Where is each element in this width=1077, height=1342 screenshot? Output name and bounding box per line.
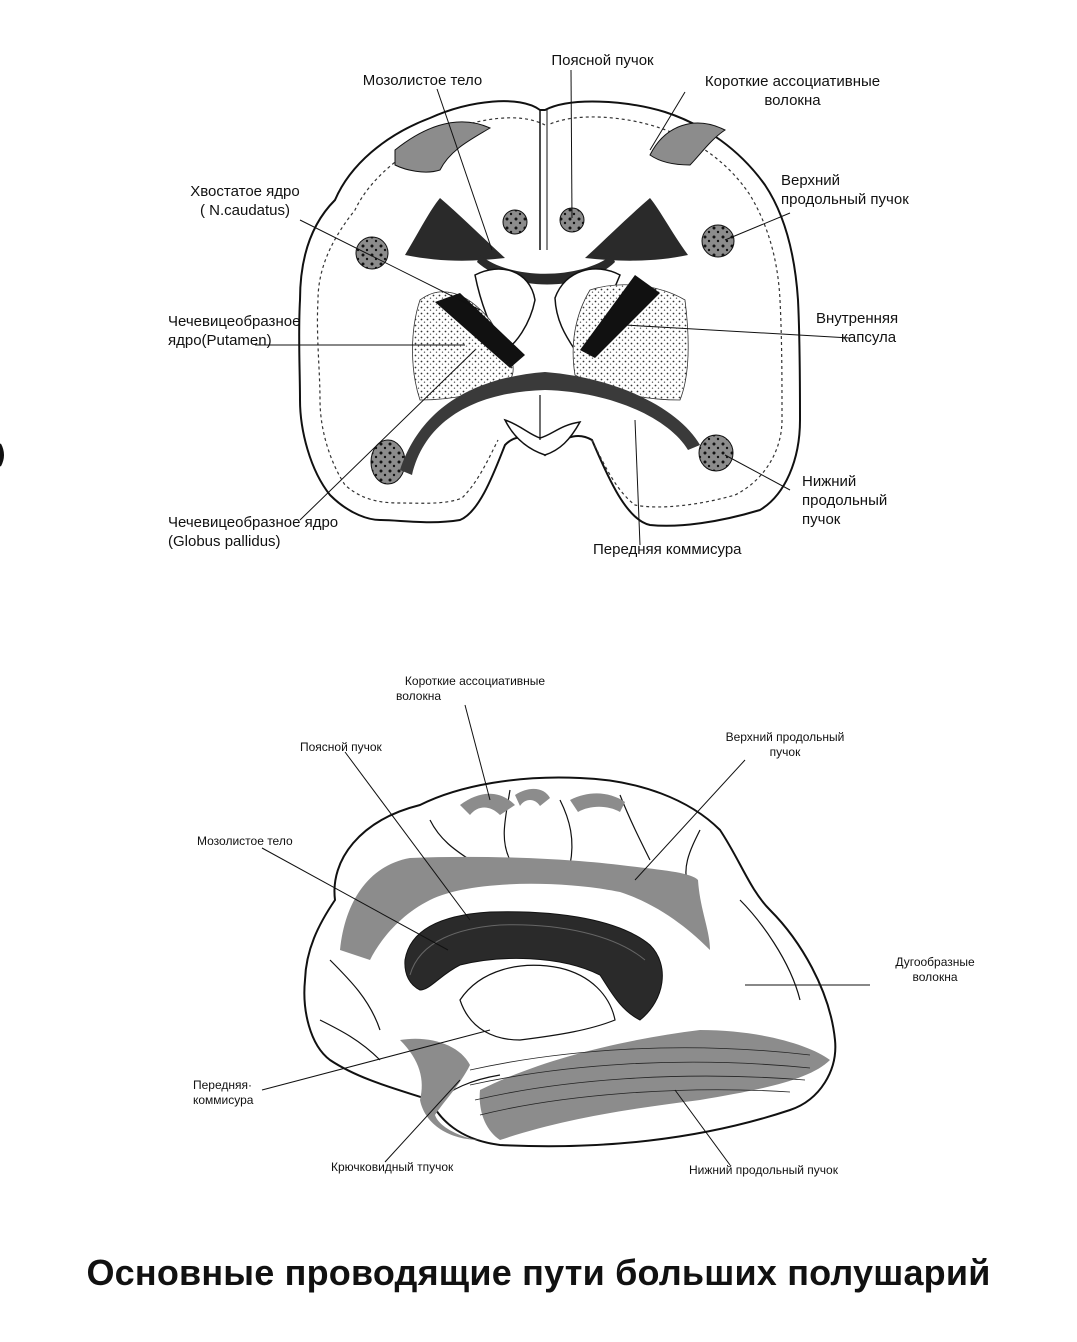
label-medial-short-fibers: Короткие ассоциативные волокна: [390, 674, 560, 704]
label-line: (Globus pallidus): [168, 532, 281, 550]
label-line: Передняя·: [193, 1078, 253, 1092]
label-medial-anterior-commissure: Передняя· коммисура: [193, 1078, 273, 1108]
label-anterior-commissure: Передняя коммисура: [593, 541, 742, 558]
label-line: Верхний продольный: [725, 730, 845, 744]
label-medial-arcuate: Дугообразные волокна: [880, 955, 990, 985]
label-line: ( N.caudatus): [199, 201, 291, 219]
label-medial-cingulum: Поясной пучок: [300, 740, 382, 754]
label-internal-capsule: Внутренняя капсула: [816, 310, 926, 348]
callosal-radiation-left: [405, 198, 505, 261]
label-line: Чечевицеобразное ядро: [168, 514, 339, 531]
label-line: волокна: [764, 91, 821, 109]
label-medial-inf-long: Нижний продольный пучок: [689, 1163, 838, 1177]
label-corpus-callosum: Мозолистое тело: [362, 72, 483, 89]
label-cingulum: Поясной пучок: [551, 52, 654, 69]
label-line: Нижний: [802, 473, 857, 490]
label-pallidus: Чечевицеобразное ядро (Globus pallidus): [168, 514, 368, 552]
short-fibers-right: [649, 122, 726, 166]
label-medial-uncinate: Крючковидный тпучок: [331, 1160, 454, 1174]
label-line: Чечевицеобразное: [168, 313, 301, 330]
edge-mark: [0, 443, 4, 467]
putamen-right: [572, 284, 689, 401]
label-line: пучок: [769, 745, 801, 759]
cingulum-left: [502, 209, 528, 235]
label-line: продольный пучок: [781, 190, 909, 208]
label-line: волокна: [396, 689, 442, 703]
label-line: Короткие ассоциативные: [404, 674, 546, 688]
label-line: пучок: [802, 510, 841, 528]
medial-section: [261, 704, 870, 1166]
corpus-callosum-medial: [404, 911, 663, 1021]
sup-long-left: [355, 236, 389, 270]
label-line: Хвостатое ядро: [190, 183, 300, 200]
label-short-fibers: Короткие ассоциативные волокна: [685, 73, 900, 111]
coronal-section: [255, 69, 851, 546]
label-medial-sup-long: Верхний продольный пучок: [715, 730, 855, 760]
internal-capsule-right: [580, 275, 660, 358]
label-caudate: Хвостатое ядро ( N.caudatus): [185, 183, 305, 221]
sup-long-band: [340, 856, 710, 960]
label-line: коммисура: [193, 1093, 254, 1107]
inf-long-band: [479, 1030, 830, 1140]
uncinate-band: [400, 1038, 480, 1140]
label-line: Короткие ассоциативные: [704, 73, 881, 90]
gray-matter-line: [316, 116, 783, 508]
sup-long-right: [701, 224, 735, 258]
label-putamen: Чечевицеобразное ядро(Putamen): [168, 313, 328, 351]
label-line: Дугообразные: [895, 955, 975, 969]
label-line: продольный: [802, 491, 888, 509]
callosal-radiation-right: [585, 198, 688, 261]
label-line: капсула: [841, 328, 897, 346]
inf-long-right: [698, 434, 734, 472]
internal-capsule-left: [435, 293, 525, 368]
short-fibers-left: [394, 121, 492, 173]
commissure-band: [400, 372, 700, 475]
label-line: Верхний: [781, 172, 841, 189]
label-sup-long: Верхний продольный пучок: [781, 172, 941, 210]
caudate-left: [474, 268, 536, 351]
short-fibers-top: [460, 793, 515, 815]
label-line: волокна: [912, 970, 958, 984]
label-inf-long: Нижний продольный пучок: [802, 473, 922, 529]
label-medial-corpus-callosum: Мозолистое тело: [197, 834, 293, 848]
figure-title: Основные проводящие пути больших полушар…: [86, 1252, 991, 1293]
label-line: Внутренняя: [816, 310, 899, 327]
label-line: ядро(Putamen): [168, 331, 272, 349]
